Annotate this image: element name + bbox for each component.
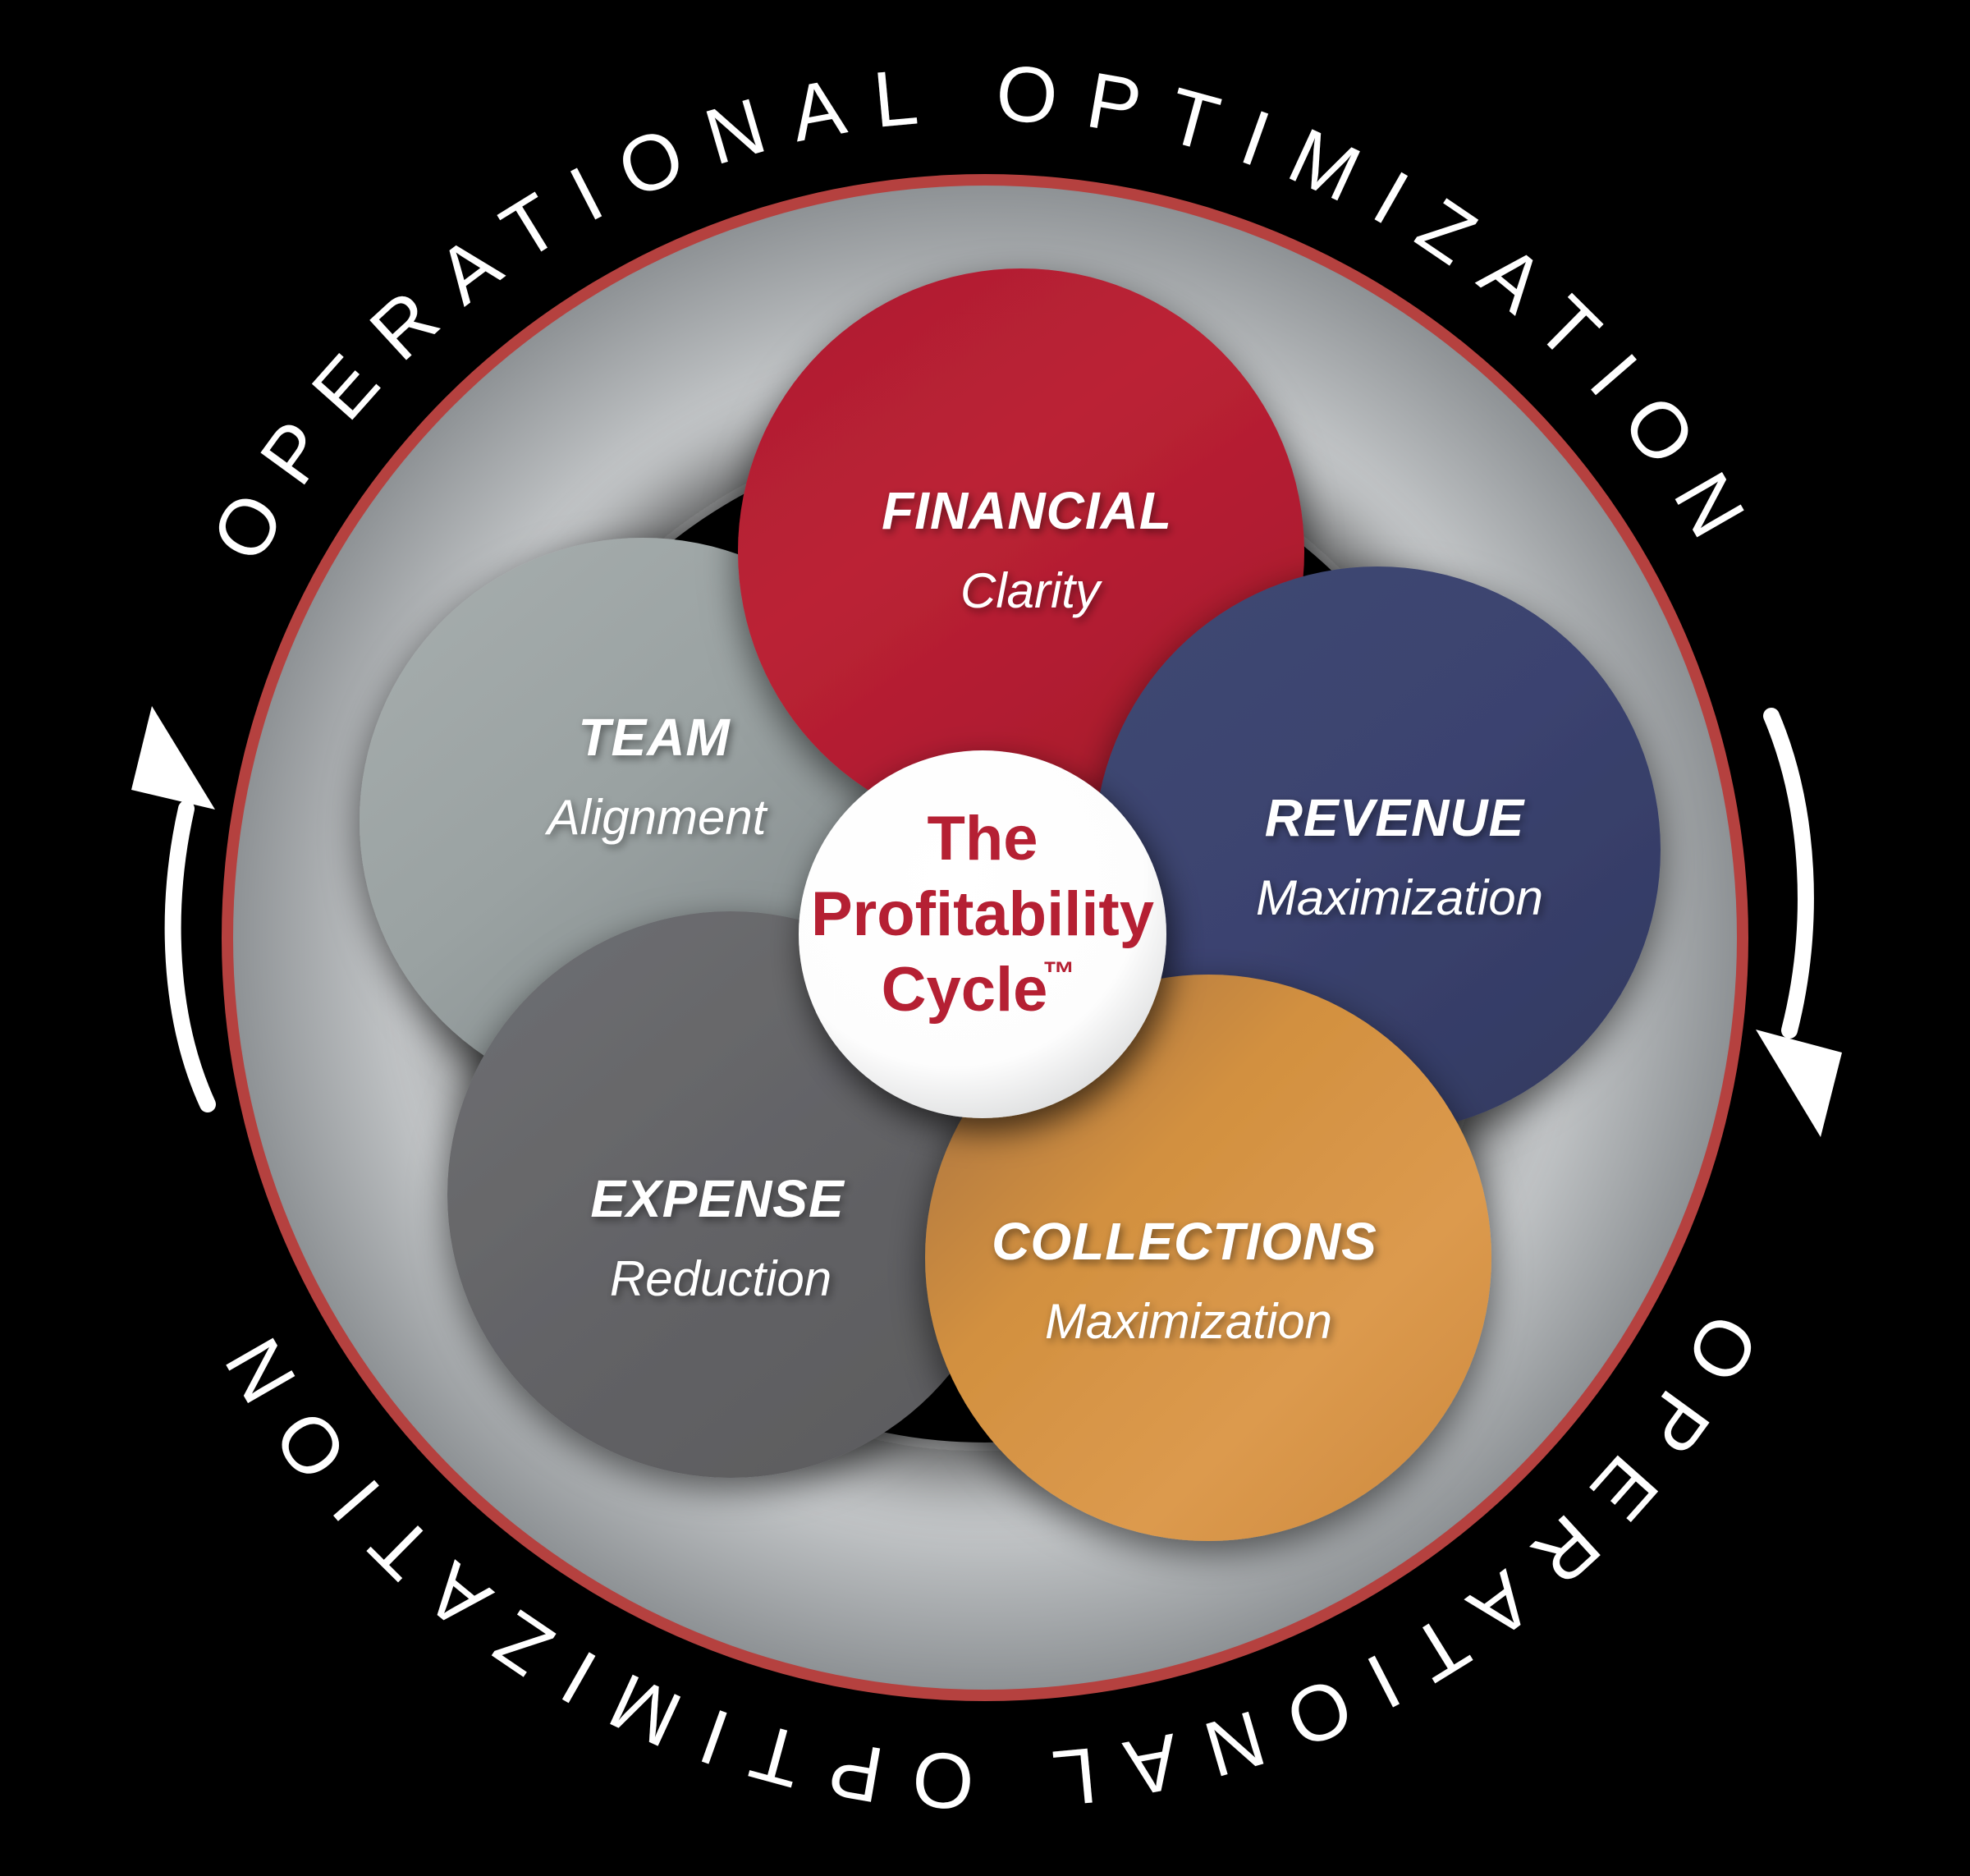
lobe-revenue-subtitle: Maximization (1256, 870, 1543, 925)
hub-line-3: Cycle (882, 955, 1048, 1025)
left-cycle-arrow-up (131, 706, 216, 1112)
cycle-arrows (131, 706, 1842, 1137)
lobe-collections-title: COLLECTIONS (992, 1212, 1377, 1271)
lobe-collections[interactable] (925, 975, 1491, 1541)
lobe-revenue-title: REVENUE (1265, 788, 1526, 847)
center-hub[interactable]: The Profitability Cycle ™ (799, 750, 1166, 1118)
lobe-financial-subtitle: Clarity (960, 563, 1103, 618)
lobe-financial-title: FINANCIAL (882, 481, 1172, 540)
lobe-collections-circle[interactable] (925, 975, 1491, 1541)
lobe-expense-title: EXPENSE (590, 1169, 845, 1228)
lobe-team-title: TEAM (578, 708, 731, 767)
hub-line-1: The (927, 804, 1038, 874)
lobe-expense-subtitle: Reduction (610, 1251, 832, 1306)
right-cycle-arrow-down (1756, 708, 1842, 1137)
center-hub-circle[interactable] (799, 750, 1166, 1118)
hub-line-2: Profitability (811, 879, 1154, 949)
lobe-labels: FINANCIAL Clarity REVENUE Maximization C… (545, 481, 1543, 1349)
lobe-team-subtitle: Alignment (545, 790, 768, 845)
lobe-collections-subtitle: Maximization (1045, 1294, 1332, 1349)
hub-trademark-symbol: ™ (1042, 956, 1075, 992)
